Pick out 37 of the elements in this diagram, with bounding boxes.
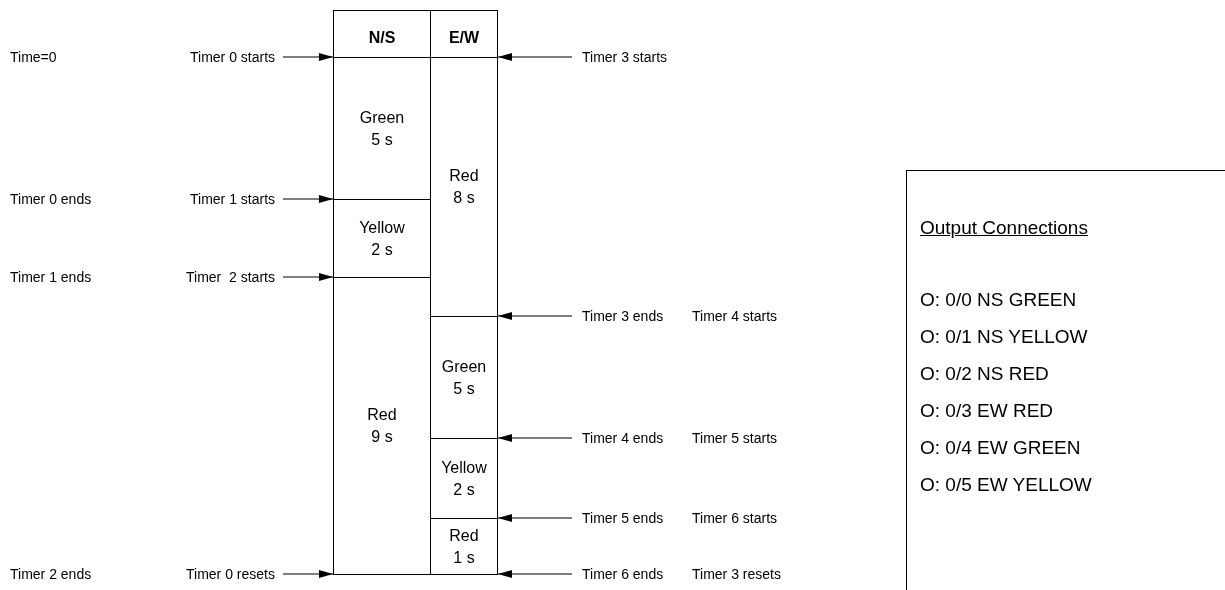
event-text: Timer 1 starts [190,191,276,207]
output-list-item: O: 0/3 EW RED [920,400,1054,422]
panel-heading: Output Connections [920,217,1088,239]
output-list-item: O: 0/5 EW YELLOW [920,474,1092,496]
arrow [497,434,573,442]
event-text: Timer 5 ends [582,510,664,526]
event-text: Timer 2 ends [10,566,92,582]
event-text: Timer 5 starts [692,430,778,446]
arrow [497,312,573,320]
output-list-item: O: 0/0 NS GREEN [920,289,1077,311]
event-text: Timer 3 ends [582,308,664,324]
timing-cell: Red 9 s [333,277,431,575]
event-text: Timer 1 ends [10,269,92,285]
event-text: Time=0 [10,49,57,65]
event-text: Timer 6 ends [582,566,664,582]
column-header: E/W [430,10,498,58]
arrow [282,273,334,281]
event-text: Timer 0 starts [190,49,276,65]
event-text: Timer 2 starts [186,269,275,285]
column-header: N/S [333,10,431,58]
event-text: Timer 3 resets [692,566,781,582]
event-text: Timer 6 starts [692,510,778,526]
timing-cell: Red 1 s [430,518,498,575]
arrow [282,195,334,203]
arrow [282,53,334,61]
output-list-item: O: 0/2 NS RED [920,363,1049,385]
arrow [497,514,573,522]
event-text: Timer 4 ends [582,430,664,446]
output-list-item: O: 0/1 NS YELLOW [920,326,1088,348]
arrow [282,570,334,578]
output-list-item: O: 0/4 EW GREEN [920,437,1081,459]
event-text: Timer 0 resets [186,566,275,582]
event-text: Timer 4 starts [692,308,778,324]
event-text: Timer 3 starts [582,49,668,65]
event-text: Timer 0 ends [10,191,92,207]
arrow [497,570,573,578]
arrow [497,53,573,61]
